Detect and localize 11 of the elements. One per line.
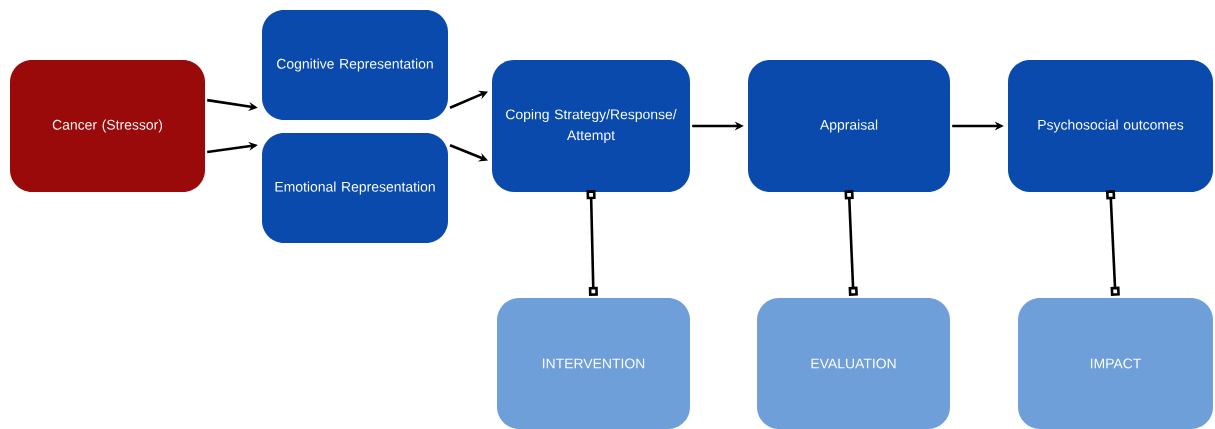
outcome-box: EVALUATION <box>757 298 950 429</box>
process-box: Appraisal <box>748 60 950 192</box>
connector <box>586 190 598 296</box>
process-box: Cognitive Representation <box>262 10 448 120</box>
stressor-box: Cancer (Stressor) <box>10 60 205 192</box>
process-box: Coping Strategy/Response/ Attempt <box>492 60 690 192</box>
process-box: Emotional Representation <box>262 133 448 243</box>
outcome-box: INTERVENTION <box>497 298 690 429</box>
outcome-box: IMPACT <box>1018 298 1213 429</box>
process-box: Psychosocial outcomes <box>1008 60 1213 192</box>
connector <box>844 190 858 296</box>
